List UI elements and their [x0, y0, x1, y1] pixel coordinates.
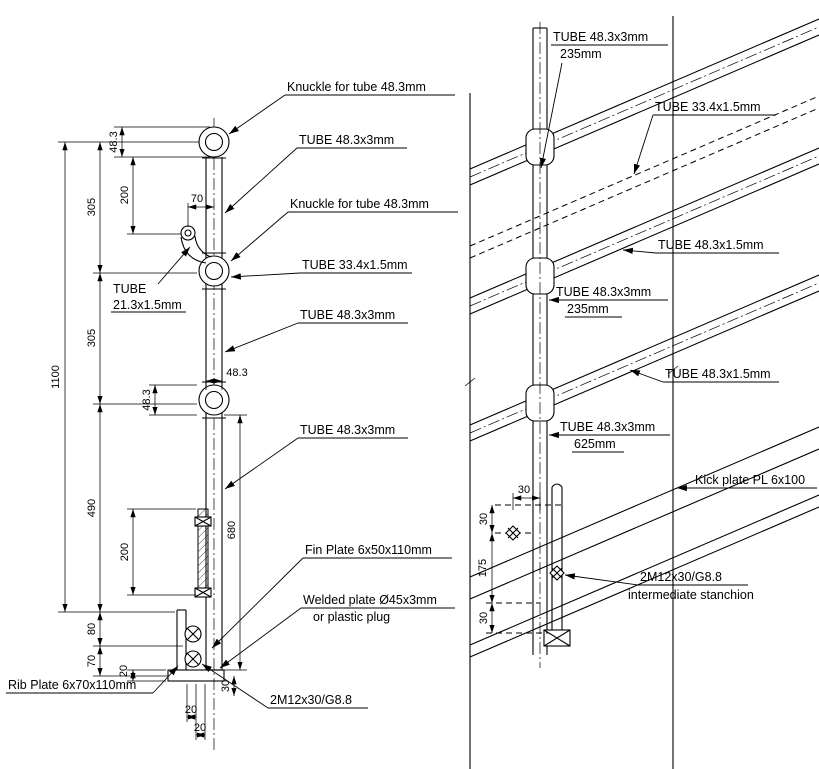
- label-seg-top-line1: TUBE 48.3x3mm: [553, 30, 648, 44]
- dim-20-a: 20: [118, 665, 130, 677]
- leaders-left: [6, 94, 458, 709]
- label-seg-top-line2: 235mm: [560, 47, 602, 61]
- dim-48-knuckle: 48.3: [108, 131, 120, 152]
- dimension-lines-left: [62, 127, 243, 738]
- curved-tube-21: [180, 225, 212, 264]
- dim-30-a: 30: [478, 513, 490, 525]
- dim-305-b: 305: [86, 329, 98, 347]
- label-tube-213-line1: TUBE: [113, 282, 146, 296]
- leader-tube-4815-b: [629, 369, 664, 383]
- label-bolts-right-line1: 2M12x30/G8.8: [640, 570, 722, 584]
- label-tube-48-mid: TUBE 48.3x3mm: [300, 308, 395, 322]
- dim-30: 30: [220, 680, 232, 692]
- label-kick-plate: Kick plate PL 6x100: [695, 473, 805, 487]
- label-seg-low-line2: 625mm: [574, 437, 616, 451]
- dim-70-b: 70: [86, 655, 98, 667]
- fin-plate: [194, 508, 212, 598]
- knuckle-top: [198, 126, 230, 158]
- extension-lines-left: [58, 126, 247, 740]
- dim-200-bot: 200: [119, 543, 131, 561]
- inclined-rails: [469, 18, 819, 658]
- left-elevation-view: 48.3 200 70 305 305 1100 48.3 48.3 490 2…: [6, 80, 458, 750]
- label-knuckle-mid: Knuckle for tube 48.3mm: [290, 197, 429, 211]
- leaders-right: [539, 44, 817, 586]
- dim-30-h: 30: [518, 484, 530, 496]
- dim-1100: 1100: [50, 365, 62, 389]
- label-welded-plate-line1: Welded plate Ø45x3mm: [303, 593, 437, 607]
- dimension-lines-right: [486, 493, 548, 634]
- label-tube-4815-a: TUBE 48.3x1.5mm: [658, 238, 764, 252]
- right-section-view: 30 30 175 30 TUBE 48.3x3mm 235mm TUBE 33…: [464, 16, 819, 769]
- label-seg-low-line1: TUBE 48.3x3mm: [560, 420, 655, 434]
- dim-80: 80: [86, 623, 98, 635]
- dim-30-b: 30: [478, 612, 490, 624]
- label-bolts-right-line2: intermediate stanchion: [628, 588, 754, 602]
- label-seg-mid-line2: 235mm: [567, 302, 609, 316]
- knuckle-lower: [198, 384, 230, 416]
- dim-48-h: 48.3: [226, 367, 247, 379]
- dim-200-top: 200: [119, 186, 131, 204]
- label-tube-48-lower: TUBE 48.3x3mm: [300, 423, 395, 437]
- dim-680: 680: [226, 521, 238, 539]
- label-tube-4815-b: TUBE 48.3x1.5mm: [665, 367, 771, 381]
- base-bracket: [167, 609, 225, 682]
- dim-490: 490: [86, 499, 98, 517]
- label-tube-334-right: TUBE 33.4x1.5mm: [655, 100, 761, 114]
- label-welded-plate-line2: or plastic plug: [313, 610, 390, 624]
- dim-20-c: 20: [194, 722, 206, 734]
- dim-48-v: 48.3: [141, 389, 153, 410]
- knuckle-middle: [198, 255, 230, 287]
- label-seg-mid-line1: TUBE 48.3x3mm: [556, 285, 651, 299]
- stanchion-section: [525, 22, 555, 668]
- label-rib-plate: Rib Plate 6x70x110mm: [8, 678, 136, 692]
- label-bolts: 2M12x30/G8.8: [270, 693, 352, 707]
- label-tube-334: TUBE 33.4x1.5mm: [302, 258, 408, 272]
- intermediate-stanchion: [495, 483, 571, 647]
- label-tube-213-line2: 21.3x1.5mm: [113, 298, 182, 312]
- dim-20-b: 20: [185, 704, 197, 716]
- label-knuckle-top: Knuckle for tube 48.3mm: [287, 80, 426, 94]
- label-fin-plate: Fin Plate 6x50x110mm: [305, 543, 432, 557]
- dim-305-a: 305: [86, 198, 98, 216]
- label-tube-48-upper: TUBE 48.3x3mm: [299, 133, 394, 147]
- dim-70: 70: [191, 193, 203, 205]
- dim-175: 175: [477, 559, 489, 577]
- section-break-lines: [464, 16, 679, 769]
